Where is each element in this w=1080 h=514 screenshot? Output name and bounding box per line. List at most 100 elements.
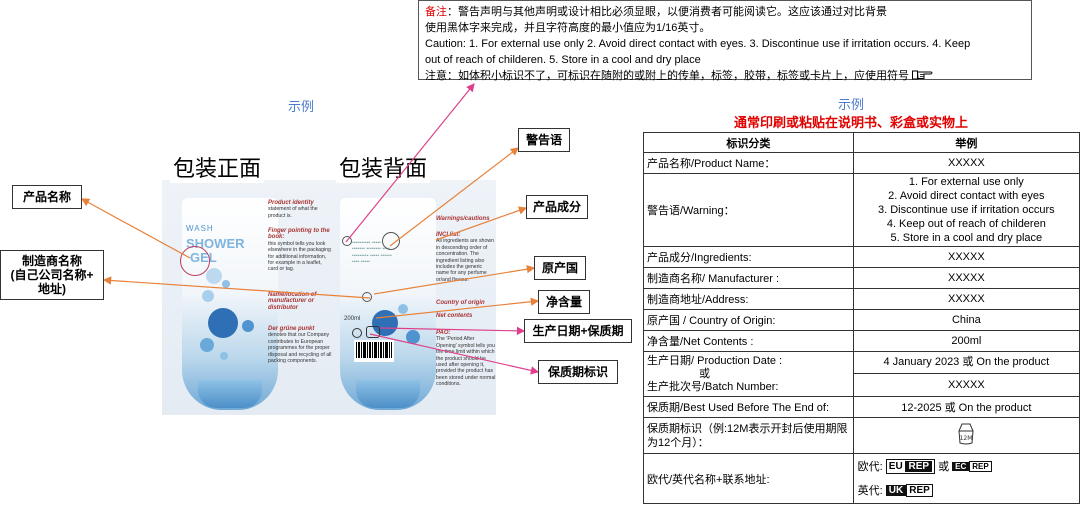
header-example: 举例 [852,132,1080,153]
row-value: China [852,309,1080,331]
bubble [206,268,222,284]
header-category: 标识分类 [643,132,854,153]
callout-origin: 原产国 [534,256,586,280]
callout-warning: 警告语 [518,128,570,152]
row-label: 产品名称/Product Name： [643,152,854,174]
warning-mark-circle [342,236,352,246]
row-value: 200ml [852,330,1080,352]
right-heading: 通常印刷或粘贴在说明书、彩盒或实物上 [734,115,969,130]
pao-jar-text: 12M [960,435,973,442]
arrow-origin [373,265,536,295]
bubble [208,308,238,338]
row-label: 产品成分/Ingredients: [643,246,854,268]
row-label: 欧代/英代名称+联系地址: [643,453,854,504]
ingredient-mark-circle [382,232,400,250]
arrow-warning [389,147,519,247]
front-note-finger: Finger pointing to the book: this symbol… [268,228,331,273]
callout-manufacturer: 制造商名称 (自己公司名称+ 地址) [0,250,104,300]
bubble [200,338,214,352]
table-row: 制造商地址/Address: XXXXX [643,288,1080,310]
callout-shelf-mark: 保质期标识 [538,360,618,384]
table-row: 产品成分/Ingredients: XXXXX [643,246,1080,268]
brand-top-text: WASH [186,224,214,233]
table-row: 保质期标识（例:12M表示开封后使用期限为12个月）： 12M [643,417,1080,454]
back-note-inci: INCI list: All ingredients are shown in … [436,232,494,283]
row-label: 净含量/Net Contents : [643,330,854,352]
labeling-table: 标识分类 举例 产品名称/Product Name： XXXXX 警告语/War… [643,132,1080,504]
row-label: 保质期标识（例:12M表示开封后使用期限为12个月）： [643,417,854,454]
note-line-3: Caution: 1. For external use only 2. Avo… [425,38,971,50]
callout-production-date: 生产日期+保质期 [524,319,632,343]
note-line-2: 使用黑体字来完成，并且字符高度的最小值应为1/16英寸。 [425,22,711,34]
row-label: 制造商名称/ Manufacturer : [643,267,854,289]
back-tube-cap [356,380,420,408]
arrow-note [345,83,475,243]
row-label: 保质期/Best Used Before The End of: [643,396,854,418]
row-value-warning: 1. For external use only 2. Avoid direct… [852,173,1080,247]
arrow-shelf-mark [369,333,540,375]
arrow-ingredients [435,206,528,241]
note-box: 备注：警告声明与其他声明或设计相比必须显眼，以便消费者可能阅读它。这应该通过对比… [418,0,1032,82]
note-line-4: out of reach of childeren. 5. Store in a… [425,54,701,66]
back-note-pao: PAO: The 'Period After Opening' symbol t… [436,330,496,388]
note-line-1: 备注：警告声明与其他声明或设计相比必须显眼，以便消费者可能阅读它。这应该通过对比… [425,6,887,18]
bubble [242,320,254,332]
bubble [222,280,230,288]
back-note-net: Net contents [436,313,473,319]
row-value: XXXXX [852,267,1080,289]
bubble [202,290,214,302]
table-row: 保质期/Best Used Before The End of: 12-2025… [643,396,1080,418]
back-package-label: 包装背面 [336,151,431,183]
barcode-icon [354,340,394,362]
row-label-production: 生产日期/ Production Date : 或 生产批次号/Batch Nu… [643,351,854,397]
left-sample-label: 示例 [288,99,315,114]
product-photo: WASH SHOWER GEL Product identity stateme… [162,180,496,415]
row-value-pao: 12M [852,417,1080,454]
table-header-row: 标识分类 举例 [643,132,1080,153]
note-label: 备注 [425,6,447,18]
back-note-warnings: Warnings/cautions [436,216,490,222]
row-label: 原产国 / Country of Origin: [643,309,854,331]
callout-product-name: 产品名称 [12,185,82,209]
bubble [220,352,228,360]
row-value: XXXXX [852,152,1080,174]
right-sample-label: 示例 [838,97,865,112]
row-value: XXXXX [852,246,1080,268]
row-label: 警告语/Warning： [643,173,854,247]
pao-jar-icon: 12M [958,423,974,445]
arrow-production-date [379,326,526,336]
bubble [372,310,398,336]
note-line-5: 注意：如体积小标识不了，可标识在随附的或附上的传单，标签，胶带，标签或卡片上，应… [425,68,1025,84]
front-note-identity: Product identity statement of what the p… [268,200,318,219]
table-row: 制造商名称/ Manufacturer : XXXXX [643,267,1080,289]
callout-net: 净含量 [538,290,590,314]
green-dot-icon [352,328,362,338]
back-net-small: 200ml [344,316,361,322]
front-tube-cap [198,380,262,408]
back-note-origin: Country of origin [436,300,485,306]
bubble [398,304,408,314]
back-ingredient-block: ▪▪▪▪▪▪▪▪▪▪ ▪▪▪▪▪ ▪▪▪▪▪▪▪ ▪▪▪▪▪▪▪▪ ▪▪▪▪ ▪… [352,240,392,266]
arrow-product-name [80,198,191,259]
front-tube [182,198,278,410]
callout-ingredients: 产品成分 [526,195,588,219]
table-row: 生产日期/ Production Date : 或 生产批次号/Batch Nu… [643,351,1080,397]
row-value: XXXXX [852,288,1080,310]
row-value-production: 4 January 2023 或 On the product XXXXX [852,351,1080,397]
pao-jar-icon [366,326,380,338]
table-row: 警告语/Warning： 1. For external use only 2.… [643,173,1080,247]
row-value: 12-2025 或 On the product [852,396,1080,418]
bubble [406,330,420,344]
front-note-manufacturer: Name/location of manufacturer or distrib… [268,292,317,311]
table-row: 产品名称/Product Name： XXXXX [643,152,1080,174]
row-label: 制造商地址/Address: [643,288,854,310]
front-package-label: 包装正面 [170,151,265,183]
eu-rep-badge: EU REP [885,459,936,475]
